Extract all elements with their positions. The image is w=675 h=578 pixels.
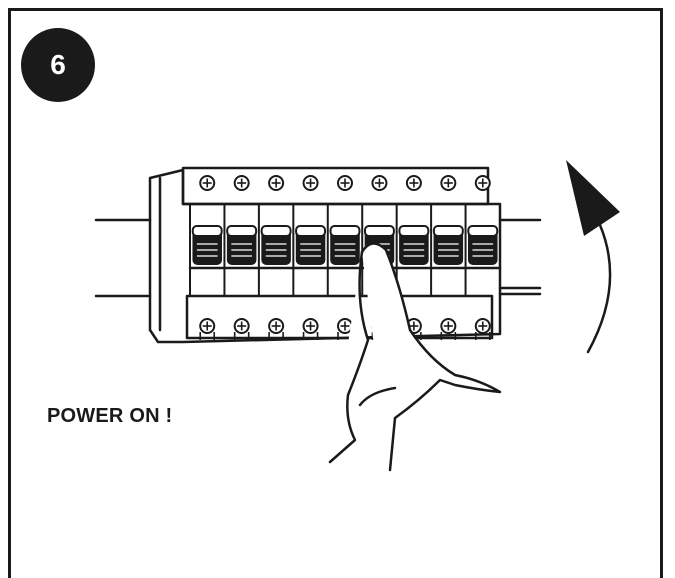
hand-icon [328,242,502,472]
breaker-switch [189,175,223,340]
step-number-badge: 6 [21,28,95,102]
breaker-switch [257,175,292,340]
power-on-caption: POWER ON ! [47,405,173,427]
bottom-terminal-block [185,294,494,340]
breaker-panel-illustration [94,160,620,472]
power-on-arrow-icon [566,160,620,354]
instruction-frame [8,8,663,578]
breaker-switch [464,175,499,340]
breaker-switch [223,175,258,340]
breaker-switch [292,175,327,340]
din-rail [94,218,542,298]
breaker-switch [326,175,361,340]
breakers-group [189,175,499,340]
breaker-switch [430,175,464,340]
